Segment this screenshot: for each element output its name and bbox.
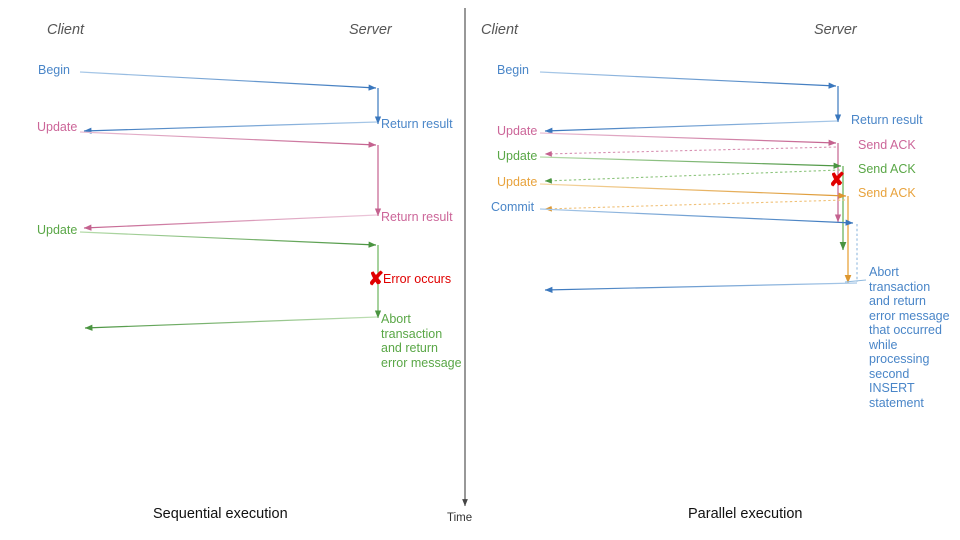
arrow-par-ack-1 xyxy=(544,146,837,157)
arrow-par-update-1 xyxy=(539,132,837,146)
parallel-panel-caption: Parallel execution xyxy=(688,506,803,522)
arrow-seq-begin xyxy=(79,71,377,91)
arrow-par-return xyxy=(544,120,838,134)
arrow-par-ack-3 xyxy=(544,199,846,212)
sequential-msg-abort: Abort transaction and return error messa… xyxy=(381,312,462,370)
parallel-msg-update-3: Update xyxy=(497,175,538,189)
arrow-par-abort xyxy=(544,282,858,293)
arrow-seq-update-2 xyxy=(79,231,377,248)
parallel-msg-ack-3: Send ACK xyxy=(858,186,916,200)
parallel-actor-client: Client xyxy=(481,22,519,38)
sequential-msg-update-1: Update xyxy=(37,120,78,134)
parallel-msg-ack-1: Send ACK xyxy=(858,138,916,152)
arrow-seq-update-1 xyxy=(79,131,377,148)
arrow-par-commit xyxy=(539,208,854,226)
arrow-seq-return-2 xyxy=(83,214,378,231)
sequential-actor-server: Server xyxy=(349,22,392,38)
arrow-par-ack-2 xyxy=(544,169,841,184)
sequential-actor-client: Client xyxy=(47,22,85,38)
arrow-par-begin xyxy=(539,71,837,89)
parallel-actor-server: Server xyxy=(814,22,857,38)
parallel-msg-update-2: Update xyxy=(497,149,538,163)
x-mark-icon-parallel: ✘ xyxy=(829,170,845,191)
arrow-seq-abort xyxy=(84,316,378,331)
parallel-msg-commit: Commit xyxy=(491,200,535,214)
arrow-seq-return-1 xyxy=(83,121,378,134)
parallel-msg-abort: Abort transaction and return error messa… xyxy=(869,265,950,410)
sequential-panel-caption: Sequential execution xyxy=(153,506,288,522)
sequential-msg-error: Error occurs xyxy=(383,272,452,286)
x-mark-icon-sequential: ✘ xyxy=(368,269,384,290)
parallel-msg-update-1: Update xyxy=(497,124,538,138)
parallel-msg-return: Return result xyxy=(851,113,923,127)
parallel-msg-begin: Begin xyxy=(497,63,529,77)
parallel-msg-ack-2: Send ACK xyxy=(858,162,916,176)
sequential-msg-return-1: Return result xyxy=(381,117,453,131)
time-axis-label: Time xyxy=(447,512,473,524)
sequential-msg-begin: Begin xyxy=(38,63,70,77)
sequential-msg-update-2: Update xyxy=(37,223,78,237)
abort-text-connector xyxy=(844,279,867,283)
arrow-par-update-3 xyxy=(539,183,847,199)
sequential-msg-return-2: Return result xyxy=(381,210,453,224)
arrow-par-update-2 xyxy=(539,156,842,169)
